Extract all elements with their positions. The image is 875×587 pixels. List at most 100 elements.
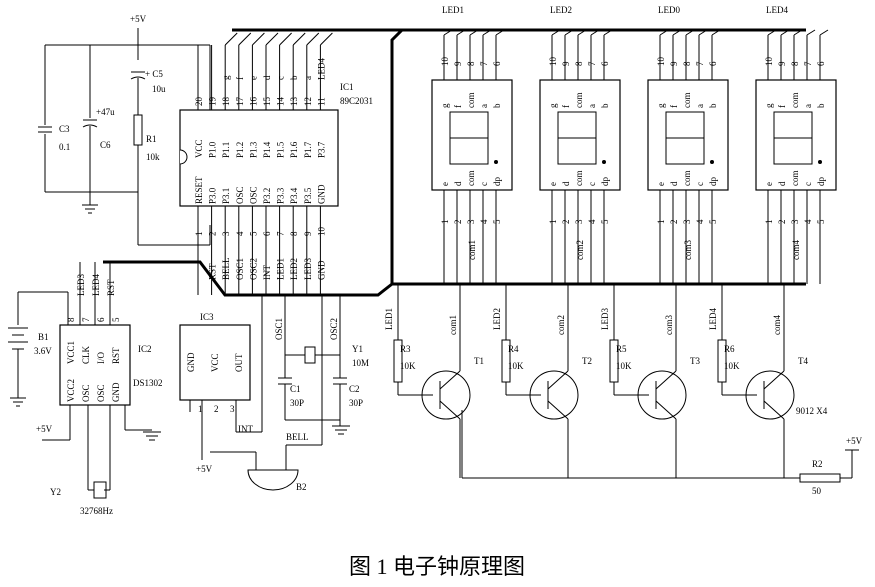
- display-bus-entry: [806, 29, 816, 36]
- display-top-segment-name: f: [669, 105, 679, 108]
- display-bus-entry: [495, 29, 505, 36]
- ic1-bottom-net-label: RST: [208, 263, 218, 280]
- display-bus-entry: [793, 29, 803, 36]
- ic1-top-pin-name: P1.0: [208, 141, 218, 158]
- display-bottom-pin-number: 1: [656, 220, 666, 225]
- transistor-emitter: [547, 400, 569, 420]
- ic2-pin-number: 8: [66, 317, 76, 322]
- display-bottom-segment-name: com: [466, 171, 476, 187]
- ic1-bottom-pin-number: 1: [194, 232, 204, 237]
- ic1-top-bus-entry: [265, 32, 279, 46]
- ic2-pin-name-top: VCC1: [66, 341, 76, 364]
- display-top-segment-name: a: [479, 104, 489, 108]
- display-top-segment-name: g: [548, 103, 558, 108]
- display-bus-entry: [590, 29, 600, 36]
- display-bus-entry: [456, 29, 466, 36]
- ic1-top-bus-entry: [224, 32, 238, 46]
- ic1-top-pin-number: 19: [208, 97, 218, 107]
- display-top-segment-name: g: [764, 103, 774, 108]
- display-label: LED2: [550, 5, 572, 15]
- c6-value: +47u: [96, 107, 115, 117]
- display-top-segment-name: f: [561, 105, 571, 108]
- transistor-ref: T4: [798, 356, 808, 366]
- main-bus: [103, 28, 406, 297]
- ic1-bottom-pin-name: OSC: [248, 186, 258, 204]
- ic2-net-label: RST: [106, 279, 116, 296]
- display-body: [647, 79, 729, 191]
- display-bus-entry: [603, 29, 613, 36]
- ic1-top-pin-number: 17: [235, 97, 245, 107]
- display-top-pin-number: 6: [816, 61, 826, 66]
- ic1-top-bus-entry: [320, 32, 333, 46]
- ic1-top-pin-name: P1.5: [276, 141, 286, 158]
- display-bottom-segment-name: e: [548, 182, 558, 186]
- ic1-bottom-pin-name: P3.1: [221, 188, 231, 204]
- ic1-top-net-label: LED4: [316, 58, 326, 80]
- transistor-collector: [655, 370, 677, 390]
- display-top-segment-name: a: [587, 104, 597, 108]
- ic1-bottom-pin-name: P3.0: [208, 187, 218, 204]
- ic2-pin-number: 5: [111, 317, 121, 322]
- ic3-int-net: INT: [238, 424, 253, 434]
- ic1-bottom-net-label: INT: [262, 265, 272, 280]
- display-bottom-segment-name: dp: [708, 177, 718, 187]
- display-top-pin-number: 10: [764, 57, 774, 67]
- display-top-pin-number: 10: [656, 57, 666, 67]
- y1-value: 10M: [352, 358, 369, 368]
- display-bottom-segment-name: dp: [492, 177, 502, 187]
- ic3-receiver: [179, 295, 263, 460]
- display-bus-entry: [577, 29, 587, 36]
- collector-com-net: com2: [556, 315, 566, 335]
- ic2-pin-name-bottom: OSC: [96, 384, 106, 402]
- ic1-part: 89C2031: [340, 96, 373, 106]
- ic2-pin-name-bottom: GND: [111, 382, 121, 402]
- ic1-top-pin-number: 16: [248, 97, 258, 107]
- ic1-top-pin-number: 20: [194, 97, 204, 107]
- transistor-body: [745, 370, 795, 420]
- ic3-pin-name: OUT: [234, 353, 244, 372]
- transistor-led-net: LED3: [600, 308, 610, 330]
- display-bus-entry: [482, 29, 492, 36]
- transistor-ref: T3: [690, 356, 700, 366]
- display-top-pin-number: 6: [708, 61, 718, 66]
- ic1-top-bus-entry: [306, 32, 320, 46]
- transistor-body: [421, 370, 471, 420]
- display-bus-entry: [672, 29, 682, 36]
- display-com-net: com3: [683, 240, 693, 260]
- ic1-bottom-pin-number: 7: [276, 231, 286, 236]
- transistor-ref: T1: [474, 356, 484, 366]
- ic1-top-pin-name: P1.4: [262, 141, 272, 158]
- r2-ref: R2: [812, 459, 823, 469]
- display-bus-entry: [767, 29, 777, 36]
- transistor-emitter: [439, 400, 461, 420]
- display-bus-entry: [711, 29, 721, 36]
- ic2-ref: IC2: [138, 344, 152, 354]
- display-top-segment-name: g: [656, 103, 666, 108]
- c6-label: C6: [100, 140, 111, 150]
- ic1-bottom-net-label: BELL: [221, 258, 231, 281]
- ic1-bottom-pin-name: P3.5: [303, 187, 313, 204]
- display-top-segment-name: com: [682, 93, 692, 109]
- oscillator-y1: [278, 295, 350, 435]
- ic1-top-pin-number: 14: [276, 97, 286, 107]
- display-bottom-segment-name: d: [669, 181, 679, 186]
- transistor-body: [637, 370, 687, 420]
- c2-label: C2: [349, 384, 360, 394]
- osc1-net: OSC1: [274, 318, 284, 340]
- display-top-segment-name: b: [816, 103, 826, 108]
- display-bus-entry: [659, 29, 669, 36]
- ic1-top-pin-name: P1.6: [289, 141, 299, 158]
- transistor-collector: [763, 370, 785, 390]
- ic1-bottom-pin-name: P3.2: [262, 188, 272, 204]
- ic3-pin-number: 1: [198, 404, 203, 414]
- ic1-top-bus-entry: [279, 32, 292, 46]
- osc2-net: OSC2: [329, 318, 339, 340]
- ic3-pin-name: VCC: [210, 353, 220, 372]
- transistor-supply-network: [461, 410, 859, 483]
- display-top-pin-number: 9: [453, 61, 463, 66]
